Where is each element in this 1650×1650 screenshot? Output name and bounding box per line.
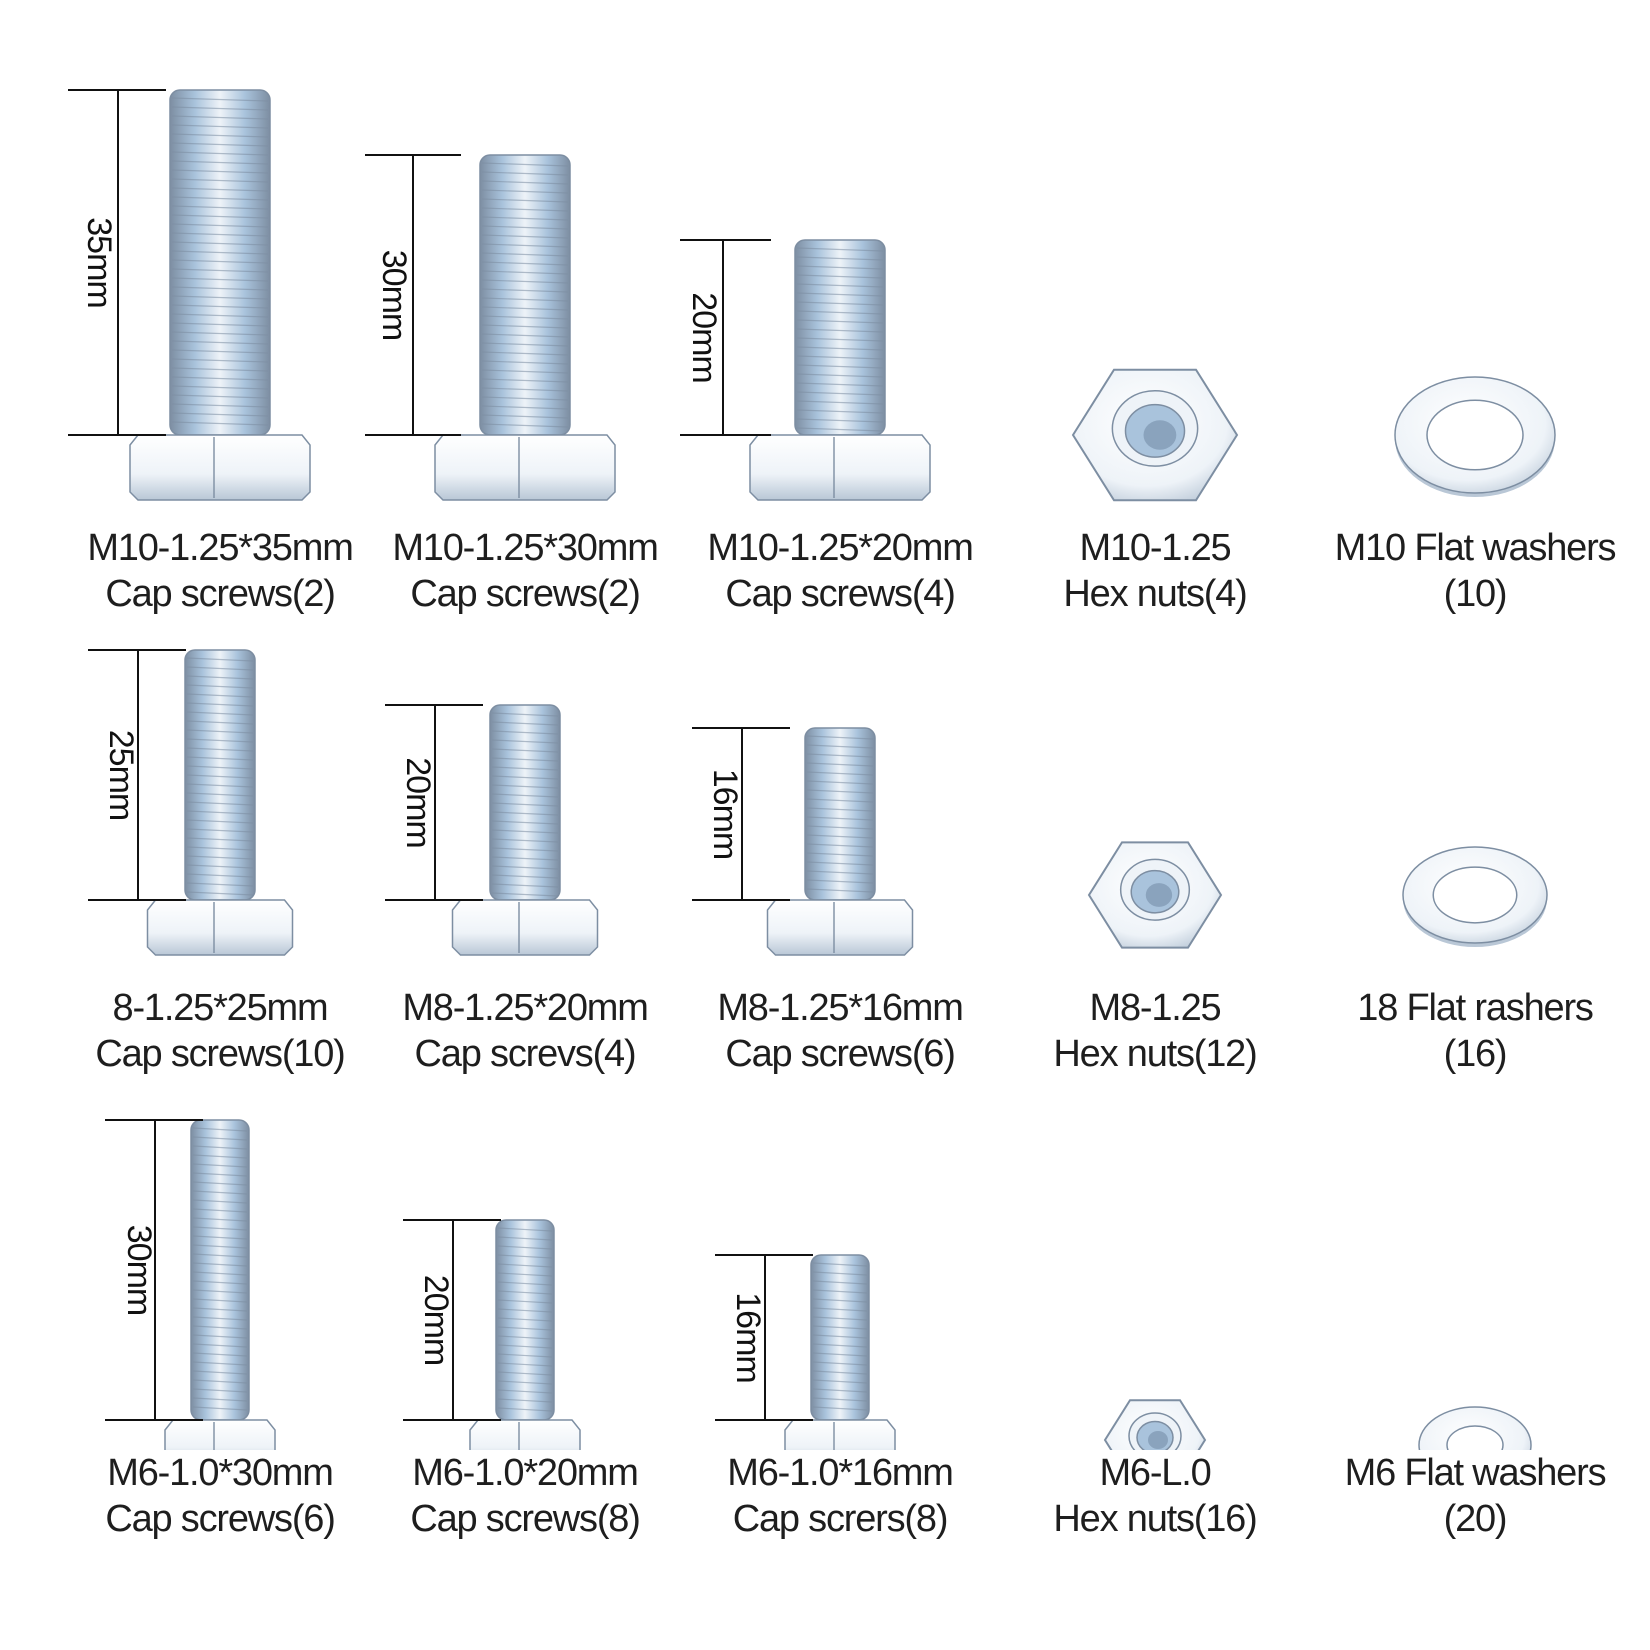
item-type-quantity-label: Cap screws(10) — [95, 1033, 345, 1075]
item-type-quantity-label: Cap screws(2) — [105, 573, 336, 615]
length-dimension-label: 20mm — [685, 292, 723, 382]
item-size-label: M6-L.0 — [1099, 1452, 1211, 1494]
length-dimension-label: 16mm — [706, 769, 744, 859]
length-dimension-label: 20mm — [417, 1275, 455, 1365]
length-dimension-label: 30mm — [120, 1225, 158, 1315]
flat-washer-illustration — [1315, 640, 1635, 985]
item-type-quantity-label: Cap screvs(4) — [414, 1033, 637, 1075]
hex-nut-illustration — [995, 640, 1315, 985]
item-size-label: M10-1.25*35mm — [87, 527, 354, 569]
cap-screw-illustration: 35mm — [60, 40, 380, 525]
length-dimension-label: 35mm — [80, 217, 118, 307]
item-size-label: M6-1.0*16mm — [727, 1452, 954, 1494]
item-size-label: 18 Flat rashers — [1357, 987, 1594, 1029]
item-type-quantity-label: Hex nuts(12) — [1053, 1033, 1257, 1075]
length-dimension-label: 25mm — [102, 730, 140, 820]
length-dimension-label: 16mm — [729, 1292, 767, 1382]
length-dimension-label: 20mm — [399, 757, 437, 847]
item-caption: 18 Flat rashers(16) — [1315, 985, 1635, 1077]
cap-screw-illustration: 30mm — [365, 40, 685, 525]
item-size-label: M8-1.25*20mm — [402, 987, 649, 1029]
flat-washer-illustration — [1315, 40, 1635, 525]
item-caption: M10 Flat washers(10) — [1315, 525, 1635, 617]
item-size-label: M10-1.25*30mm — [392, 527, 659, 569]
item-size-label: M6-1.0*30mm — [107, 1452, 334, 1494]
item-type-quantity-label: Hex nuts(16) — [1053, 1498, 1257, 1540]
cap-screw-illustration: 16mm — [680, 640, 1000, 985]
item-type-quantity-label: Cap scrers(8) — [732, 1498, 949, 1540]
flat-washer-illustration — [1315, 1110, 1635, 1450]
cap-screw-illustration: 30mm — [60, 1110, 380, 1450]
length-dimension-label: 30mm — [375, 250, 413, 340]
item-type-quantity-label: Cap screws(8) — [410, 1498, 641, 1540]
item-size-label: M10-1.25 — [1079, 527, 1232, 569]
item-size-label: M8-1.25 — [1089, 987, 1221, 1029]
item-size-label: M10-1.25*20mm — [707, 527, 974, 569]
item-size-label: M6 Flat washers — [1344, 1452, 1607, 1494]
item-size-label: M10 Flat washers — [1334, 527, 1617, 569]
item-type-quantity-label: Cap screws(4) — [725, 573, 956, 615]
item-type-quantity-label: Cap screws(6) — [725, 1033, 956, 1075]
cap-screw-illustration: 25mm — [60, 640, 380, 985]
item-type-quantity-label: Cap screws(2) — [410, 573, 641, 615]
item-type-quantity-label: (10) — [1443, 573, 1508, 615]
item-size-label: 8-1.25*25mm — [112, 987, 329, 1029]
cap-screw-illustration: 20mm — [365, 640, 685, 985]
cap-screw-illustration: 16mm — [680, 1110, 1000, 1450]
item-type-quantity-label: (20) — [1443, 1498, 1508, 1540]
item-type-quantity-label: Hex nuts(4) — [1063, 573, 1247, 615]
item-caption: M6 Flat washers(20) — [1315, 1450, 1635, 1542]
item-type-quantity-label: Cap screws(6) — [105, 1498, 336, 1540]
cap-screw-illustration: 20mm — [680, 40, 1000, 525]
item-size-label: M8-1.25*16mm — [717, 987, 964, 1029]
item-type-quantity-label: (16) — [1443, 1033, 1508, 1075]
item-size-label: M6-1.0*20mm — [412, 1452, 639, 1494]
hex-nut-illustration — [995, 1110, 1315, 1450]
cap-screw-illustration: 20mm — [365, 1110, 685, 1450]
hex-nut-illustration — [995, 40, 1315, 525]
